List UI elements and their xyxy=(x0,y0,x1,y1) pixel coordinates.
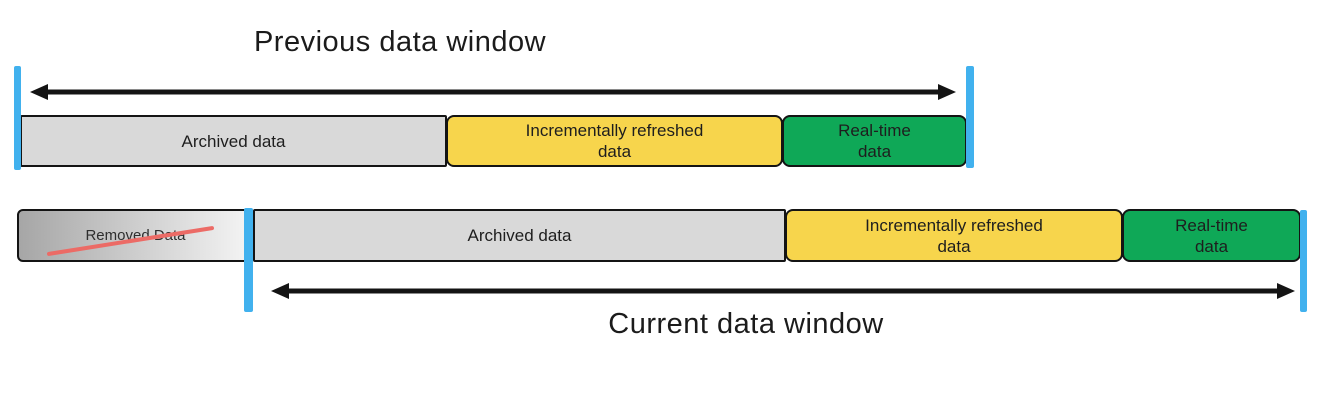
current-segment-incrementally-refreshed-data: Incrementally refreshed data xyxy=(785,209,1123,262)
previous-segment-archived-data: Archived data xyxy=(20,115,447,167)
segment-label: Removed Data xyxy=(85,227,186,244)
current-window-arrow-icon xyxy=(271,283,1295,299)
segment-label: Archived data xyxy=(467,226,572,245)
current-segment-removed-data: Removed Data xyxy=(17,209,254,262)
segment-label: Incrementally refreshed data xyxy=(525,121,704,161)
previous-window-left-boundary-marker xyxy=(14,66,21,170)
previous-window-right-boundary-marker xyxy=(966,66,974,168)
previous-window-arrow-icon xyxy=(30,84,956,100)
previous-segment-incrementally-refreshed-data: Incrementally refreshed data xyxy=(446,115,783,167)
segment-label: Real-time data xyxy=(1175,215,1248,256)
segment-label: Real-time data xyxy=(838,121,911,161)
current-segment-archived-data: Archived data xyxy=(253,209,786,262)
segment-label: Incrementally refreshed data xyxy=(865,215,1043,256)
current-window-right-boundary-marker xyxy=(1300,210,1307,312)
current-segment-real-time-data: Real-time data xyxy=(1122,209,1301,262)
segment-label: Archived data xyxy=(181,131,286,151)
current-window-title: Current data window xyxy=(608,308,884,340)
previous-window-title: Previous data window xyxy=(253,26,547,58)
previous-segment-real-time-data: Real-time data xyxy=(782,115,967,167)
current-window-left-boundary-marker xyxy=(244,208,253,312)
